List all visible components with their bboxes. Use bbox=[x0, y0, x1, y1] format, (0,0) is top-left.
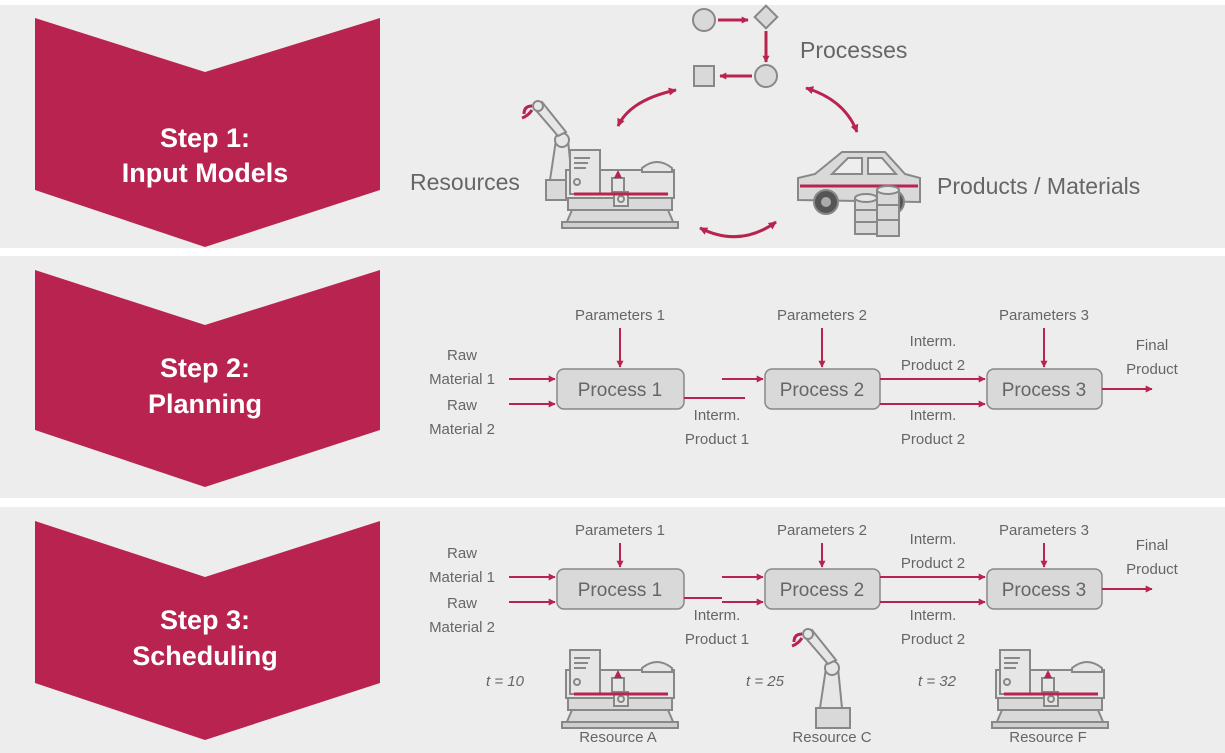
planning-process-1-box bbox=[556, 368, 685, 410]
step3-line2: Scheduling bbox=[132, 641, 278, 671]
planning-raw2-line2: Material 2 bbox=[429, 421, 495, 438]
time-resource-c: t = 25 bbox=[746, 673, 785, 690]
planning-params-2: Parameters 2 bbox=[777, 307, 867, 324]
step2-line1: Step 2: bbox=[160, 353, 250, 383]
planning-raw2-line1: Raw bbox=[447, 397, 477, 414]
scheduling-interm2-bottom-line2: Product 2 bbox=[901, 631, 965, 648]
planning-final-line2: Product bbox=[1126, 361, 1179, 378]
scheduling-interm2-top-line1: Interm. bbox=[910, 531, 957, 548]
scheduling-interm2-top-line2: Product 2 bbox=[901, 555, 965, 572]
planning-flow: Process 1 Process 2 Process 3 Parameters… bbox=[429, 307, 1179, 448]
planning-params-3: Parameters 3 bbox=[999, 307, 1089, 324]
step3-chevron-notch bbox=[35, 521, 380, 577]
step1-chevron bbox=[35, 18, 380, 247]
step2-chevron-notch bbox=[35, 270, 380, 325]
planning-process-1: Process 1 bbox=[578, 380, 662, 401]
step2-line2: Planning bbox=[148, 389, 262, 419]
scheduling-params-3: Parameters 3 bbox=[999, 522, 1089, 539]
planning-raw1-line2: Material 1 bbox=[429, 371, 495, 388]
label-resources: Resources bbox=[410, 169, 520, 195]
scheduling-process-1: Process 1 bbox=[578, 580, 662, 601]
planning-interm2-bottom-line2: Product 2 bbox=[901, 431, 965, 448]
time-resource-f: t = 32 bbox=[918, 673, 957, 690]
scheduling-flow: Process 1 Process 2 Process 3 Parameters… bbox=[429, 522, 1179, 746]
step1-chevron-notch bbox=[35, 18, 380, 72]
planning-params-1: Parameters 1 bbox=[575, 307, 665, 324]
planning-interm2-bottom-line1: Interm. bbox=[910, 407, 957, 424]
step3-line1: Step 3: bbox=[160, 605, 250, 635]
scheduling-process-1-box bbox=[556, 568, 685, 610]
scheduling-raw2-line2: Material 2 bbox=[429, 619, 495, 636]
planning-final-line1: Final bbox=[1136, 337, 1169, 354]
label-processes: Processes bbox=[800, 37, 907, 63]
scheduling-process-2-box bbox=[764, 568, 881, 610]
step2-chevron bbox=[35, 270, 380, 487]
scheduling-params-1: Parameters 1 bbox=[575, 522, 665, 539]
step1-line1: Step 1: bbox=[160, 123, 250, 153]
planning-interm1-line1: Interm. bbox=[694, 407, 741, 424]
resource-a-label: Resource A bbox=[579, 729, 657, 746]
planning-raw1-line1: Raw bbox=[447, 347, 477, 364]
step1-line2: Input Models bbox=[122, 158, 288, 188]
process-flow-icon bbox=[692, 4, 779, 88]
planning-process-2-box bbox=[764, 368, 881, 410]
scheduling-process-2: Process 2 bbox=[780, 580, 864, 601]
scheduling-process-3: Process 3 bbox=[1002, 580, 1086, 601]
model-exchange-arrows bbox=[616, 86, 859, 239]
time-resource-a: t = 10 bbox=[486, 673, 525, 690]
scheduling-interm1-line2: Product 1 bbox=[685, 631, 749, 648]
step3-chevron bbox=[35, 521, 380, 740]
scheduling-params-2: Parameters 2 bbox=[777, 522, 867, 539]
scheduling-raw1-line2: Material 1 bbox=[429, 569, 495, 586]
scheduling-interm1-line1: Interm. bbox=[694, 607, 741, 624]
resource-f-label: Resource F bbox=[1009, 729, 1087, 746]
scheduling-raw2-line1: Raw bbox=[447, 595, 477, 612]
planning-process-2: Process 2 bbox=[780, 380, 864, 401]
resource-c-label: Resource C bbox=[792, 729, 871, 746]
planning-interm2-top-line2: Product 2 bbox=[901, 357, 965, 374]
planning-interm2-top-line1: Interm. bbox=[910, 333, 957, 350]
scheduling-raw1-line1: Raw bbox=[447, 545, 477, 562]
scheduling-final-line2: Product bbox=[1126, 561, 1179, 578]
planning-interm1-line2: Product 1 bbox=[685, 431, 749, 448]
planning-process-3: Process 3 bbox=[1002, 380, 1086, 401]
scheduling-interm2-bottom-line1: Interm. bbox=[910, 607, 957, 624]
scheduling-final-line1: Final bbox=[1136, 537, 1169, 554]
barrels-icon bbox=[854, 185, 900, 237]
label-products-materials: Products / Materials bbox=[937, 173, 1140, 199]
